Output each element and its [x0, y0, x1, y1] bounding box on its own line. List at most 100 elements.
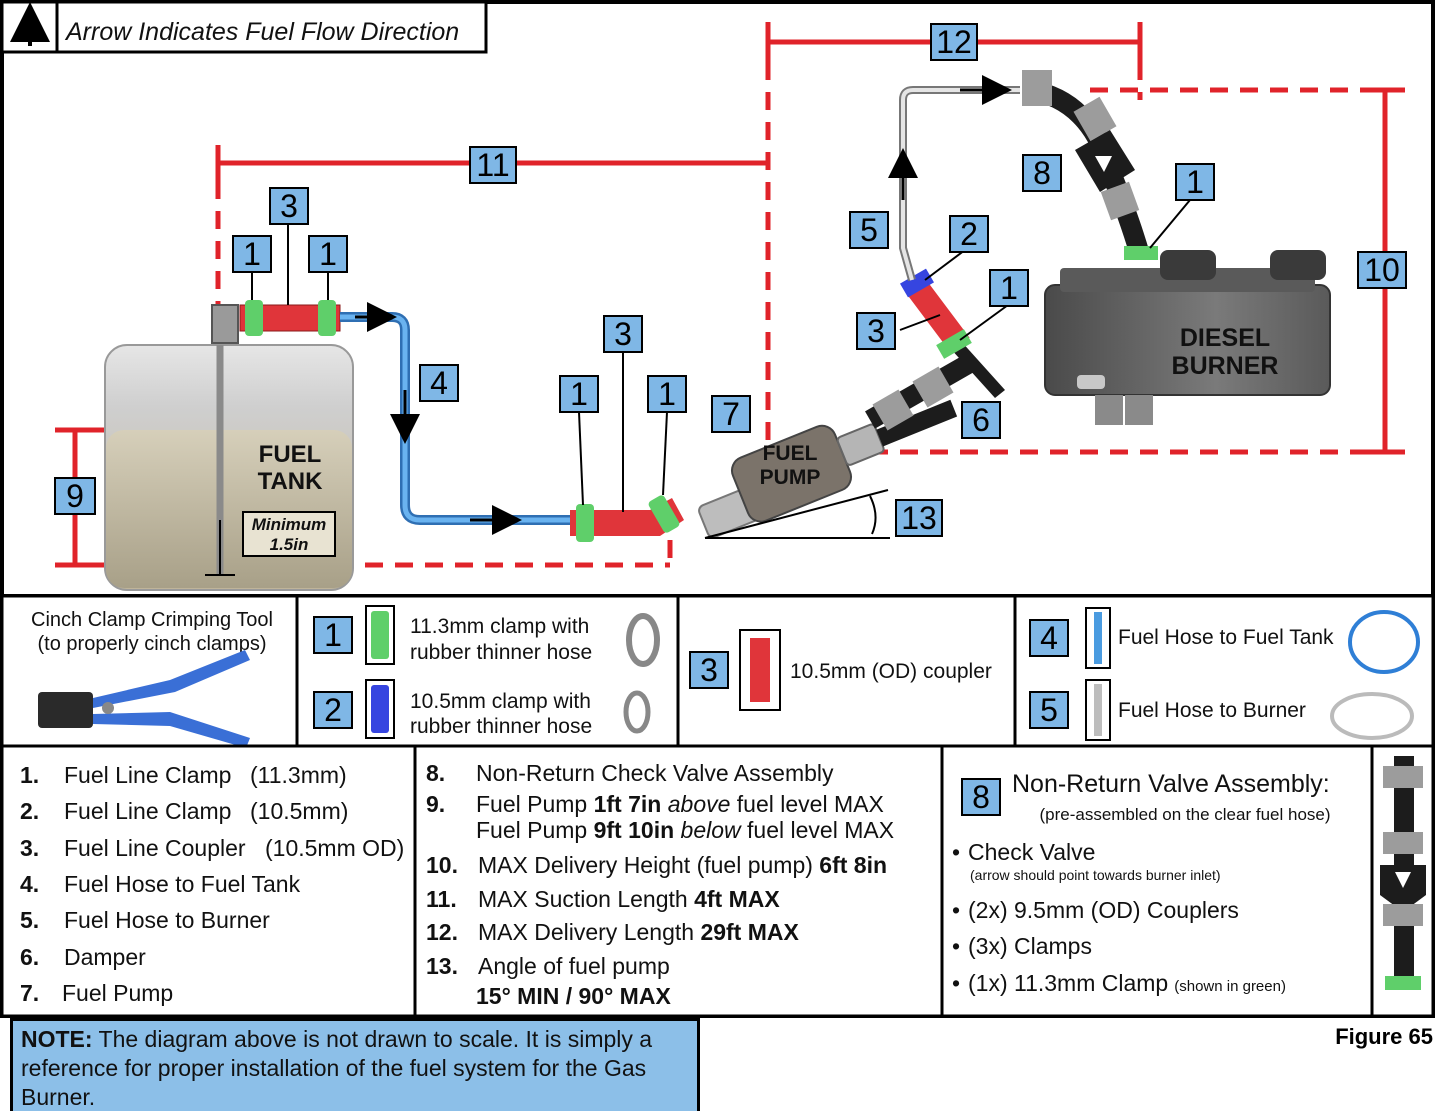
- callout-8: 8: [1023, 155, 1061, 191]
- svg-text:3: 3: [867, 313, 885, 349]
- clamp2-line1: 10.5mm clamp with: [410, 690, 591, 713]
- spec-9-num: 9.: [426, 791, 445, 817]
- callout-1-burner: 1: [1176, 164, 1214, 200]
- callout-2-delivery: 2: [950, 216, 988, 252]
- valve-bullet-1-sub: (arrow should point towards burner inlet…: [970, 867, 1221, 883]
- svg-text:Fuel Line Coupler: Fuel Line Coupler: [64, 835, 246, 861]
- hose5-label: Fuel Hose to Burner: [1118, 699, 1306, 722]
- spec-8-num: 8.: [426, 760, 445, 786]
- callout-1-tank-a: 1: [233, 236, 271, 272]
- burner-label-1: DIESEL: [1180, 324, 1270, 352]
- spec-8: Non-Return Check Valve Assembly: [476, 760, 834, 786]
- svg-text:1: 1: [243, 236, 261, 272]
- svg-text:4: 4: [430, 365, 448, 401]
- svg-text:Fuel Hose to Burner: Fuel Hose to Burner: [64, 907, 270, 933]
- minimum-label-1: Minimum: [252, 515, 327, 534]
- burner-label-2: BURNER: [1172, 352, 1279, 380]
- note-label: NOTE:: [21, 1026, 93, 1052]
- callout-12: 12: [931, 24, 977, 60]
- callout-10: 10: [1358, 252, 1406, 288]
- clear-hose-icon: [1094, 684, 1102, 736]
- callout-1-delivery: 1: [990, 270, 1028, 306]
- spec-11: MAX Suction Length 4ft MAX: [478, 886, 780, 912]
- svg-text:Fuel Line Clamp: Fuel Line Clamp: [64, 762, 231, 788]
- svg-text:10: 10: [1364, 252, 1400, 288]
- svg-text:12: 12: [936, 24, 972, 60]
- svg-text:1.: 1.: [20, 762, 39, 788]
- spec-12: MAX Delivery Length 29ft MAX: [478, 919, 799, 945]
- fuel-pump-label-1: FUEL: [763, 442, 818, 465]
- clamp1-line2: rubber thinner hose: [410, 641, 592, 664]
- spec-9b: Fuel Pump 9ft 10in below fuel level MAX: [476, 817, 894, 843]
- note-box: NOTE: The diagram above is not drawn to …: [10, 1018, 700, 1111]
- svg-text:6.: 6.: [20, 944, 39, 970]
- fuel-tank-label-1: FUEL: [259, 441, 322, 468]
- svg-text:5.: 5.: [20, 907, 39, 933]
- clamp1-line1: 11.3mm clamp with: [410, 615, 589, 638]
- parts-item-6: 6. Damper: [20, 944, 146, 970]
- spec-10-num: 10.: [426, 852, 458, 878]
- flow-legend-label: Arrow Indicates Fuel Flow Direction: [64, 18, 459, 46]
- callout-9: 9: [55, 478, 95, 514]
- svg-text:3.: 3.: [20, 835, 39, 861]
- svg-text:2: 2: [324, 692, 342, 728]
- pump-coupler: [570, 494, 684, 542]
- svg-text:1: 1: [1000, 270, 1018, 306]
- tool-title-2: (to properly cinch clamps): [38, 633, 267, 655]
- valve-title: Non-Return Valve Assembly:: [1012, 770, 1330, 798]
- callout-6: 6: [962, 402, 1000, 438]
- callout-7: 7: [712, 396, 750, 432]
- spec-13-num: 13.: [426, 953, 458, 979]
- svg-text:11: 11: [476, 147, 509, 183]
- callout-1-pump-a: 1: [560, 376, 598, 412]
- parts-item-3: 3. Fuel Line Coupler (10.5mm OD): [20, 835, 404, 861]
- spec-13: Angle of fuel pump: [478, 953, 670, 979]
- svg-text:3: 3: [614, 316, 632, 352]
- callout-3-delivery: 3: [857, 313, 895, 349]
- valve-bullet-1: Check Valve: [968, 839, 1095, 865]
- svg-text:2: 2: [960, 216, 978, 252]
- tool-title-1: Cinch Clamp Crimping Tool: [31, 609, 273, 631]
- svg-text:1: 1: [1186, 164, 1204, 200]
- blue-clamp-icon: [371, 685, 389, 733]
- spec-13-bold: 15° MIN / 90° MAX: [476, 983, 671, 1009]
- hose4-label: Fuel Hose to Fuel Tank: [1118, 626, 1334, 649]
- svg-text:1: 1: [319, 236, 337, 272]
- svg-text:7.: 7.: [20, 980, 39, 1006]
- flow-legend: Arrow Indicates Fuel Flow Direction: [2, 2, 486, 52]
- figure-label: Figure 65: [1335, 1024, 1433, 1050]
- tank-coupler: [240, 300, 340, 336]
- spec-12-num: 12.: [426, 919, 458, 945]
- clamp2-line2: rubber thinner hose: [410, 715, 592, 738]
- svg-text:4: 4: [1040, 620, 1058, 656]
- diesel-burner: DIESEL BURNER: [1045, 250, 1330, 425]
- svg-text:2.: 2.: [20, 798, 39, 824]
- svg-text:13: 13: [901, 500, 937, 536]
- fuel-pump-label-2: PUMP: [760, 466, 821, 489]
- callout-1-tank-b: 1: [309, 236, 347, 272]
- svg-text:Damper: Damper: [64, 944, 146, 970]
- fuel-tank: FUEL TANK Minimum 1.5in: [105, 305, 353, 590]
- svg-text:7: 7: [722, 396, 740, 432]
- svg-text:(11.3mm): (11.3mm): [250, 762, 347, 788]
- parts-item-2: 2.Fuel Line Clamp(10.5mm): [20, 798, 348, 824]
- minimum-label-2: 1.5in: [270, 535, 309, 554]
- svg-text:•: •: [952, 897, 960, 923]
- fuel-tank-label-2: TANK: [258, 468, 324, 495]
- callout-11: 11: [470, 147, 516, 183]
- svg-text:6: 6: [972, 402, 990, 438]
- spec-9a: Fuel Pump 1ft 7in above fuel level MAX: [476, 791, 884, 817]
- valve-subtitle: (pre-assembled on the clear fuel hose): [1039, 805, 1330, 824]
- parts-item-1: 1. Fuel Line Clamp (11.3mm): [20, 762, 347, 788]
- svg-text:•: •: [952, 839, 960, 865]
- callout-3-pump: 3: [604, 316, 642, 352]
- svg-text:1: 1: [570, 376, 588, 412]
- svg-text:5: 5: [860, 212, 878, 248]
- callout-13: 13: [896, 500, 942, 536]
- svg-text:(10.5mm OD): (10.5mm OD): [265, 835, 404, 861]
- svg-text:9: 9: [66, 478, 84, 514]
- callout-3-tank: 3: [270, 188, 308, 224]
- svg-text:1: 1: [324, 617, 342, 653]
- svg-text:5: 5: [1040, 692, 1058, 728]
